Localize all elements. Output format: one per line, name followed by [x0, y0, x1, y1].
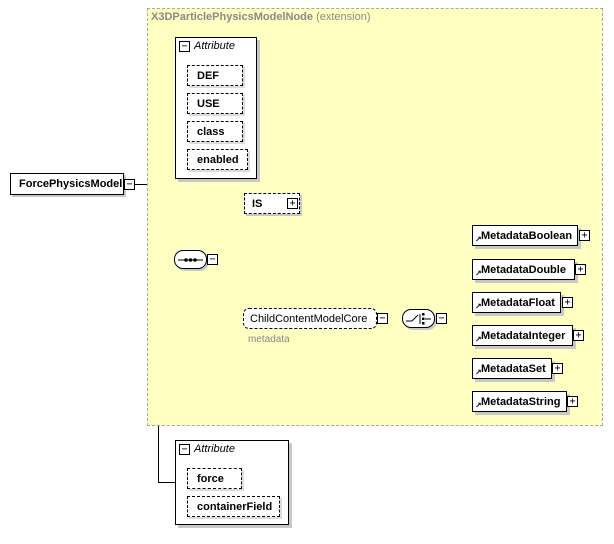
child-content-model-core-label: ChildContentModelCore — [250, 312, 368, 325]
attribute-enabled[interactable]: enabled — [187, 149, 248, 170]
minus-icon[interactable]: − — [377, 313, 388, 324]
element-metadataset-label: MetadataSet — [481, 362, 546, 375]
element-metadatafloat-label: MetadataFloat — [481, 296, 555, 309]
plus-icon[interactable]: + — [552, 363, 563, 374]
element-metadataboolean-label: MetadataBoolean — [481, 229, 573, 242]
element-metadatastring-label: MetadataString — [481, 395, 561, 408]
attribute-label: Attribute — [194, 40, 235, 52]
plus-icon[interactable]: + — [567, 396, 578, 407]
child-content-model-core-group[interactable]: ChildContentModelCore — [243, 308, 377, 329]
attribute-class[interactable]: class — [187, 121, 243, 142]
ref-arrow-icon: ↗ — [475, 269, 482, 278]
choice-icon — [406, 312, 431, 324]
attribute-def[interactable]: DEF — [187, 65, 243, 86]
element-metadataset[interactable]: ↗ MetadataSet — [472, 358, 552, 379]
element-metadataboolean[interactable]: ↗ MetadataBoolean — [472, 225, 578, 246]
root-element-forcephysicsmodel[interactable]: ForcePhysicsModel — [10, 173, 124, 195]
sequence-compositor — [174, 250, 207, 269]
inherited-attribute-group: − Attribute DEF USE class enabled — [175, 37, 257, 179]
minus-icon[interactable]: − — [124, 179, 135, 190]
plus-icon[interactable]: + — [575, 264, 586, 275]
plus-icon[interactable]: + — [287, 198, 298, 209]
attribute-label: Attribute — [194, 443, 235, 455]
element-metadatastring[interactable]: ↗ MetadataString — [472, 391, 567, 412]
ref-arrow-icon: ↗ — [475, 335, 482, 344]
root-element-label: ForcePhysicsModel — [19, 178, 123, 190]
ref-arrow-icon: ↗ — [475, 235, 482, 244]
element-metadatadouble[interactable]: ↗ MetadataDouble — [472, 259, 575, 280]
choice-compositor — [402, 309, 435, 328]
extension-name: X3DParticlePhysicsModelNode — [151, 11, 314, 23]
ref-arrow-icon: ↗ — [475, 368, 482, 377]
child-content-model-core-sublabel: metadata — [248, 334, 290, 345]
element-metadatafloat[interactable]: ↗ MetadataFloat — [472, 292, 561, 313]
minus-icon[interactable]: − — [179, 444, 190, 455]
sequence-icon — [178, 257, 203, 262]
attribute-containerfield[interactable]: containerField — [187, 496, 280, 517]
extension-suffix: (extension) — [316, 11, 371, 23]
own-attribute-group: − Attribute force containerField — [175, 440, 289, 525]
minus-icon[interactable]: − — [179, 41, 190, 52]
minus-icon[interactable]: − — [436, 313, 447, 324]
element-metadatainteger[interactable]: ↗ MetadataInteger — [472, 325, 573, 346]
element-metadatadouble-label: MetadataDouble — [481, 263, 566, 276]
plus-icon[interactable]: + — [562, 297, 573, 308]
element-metadatainteger-label: MetadataInteger — [481, 329, 566, 342]
ref-arrow-icon: ↗ — [475, 401, 482, 410]
extension-title: X3DParticlePhysicsModelNode (extension) — [151, 11, 371, 23]
plus-icon[interactable]: + — [573, 330, 584, 341]
attribute-use[interactable]: USE — [187, 93, 243, 114]
element-is[interactable]: IS + — [244, 193, 300, 214]
ref-arrow-icon: ↗ — [475, 302, 482, 311]
plus-icon[interactable]: + — [579, 230, 590, 241]
element-is-label: IS — [252, 197, 263, 210]
attribute-force[interactable]: force — [187, 468, 242, 489]
minus-icon[interactable]: − — [207, 254, 218, 265]
